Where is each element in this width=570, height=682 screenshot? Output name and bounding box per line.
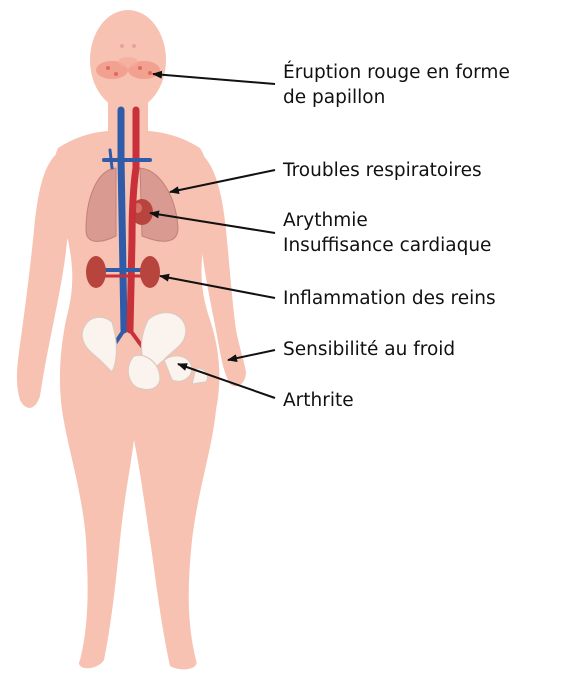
- label-respiratory-line-1: Troubles respiratoires: [283, 158, 482, 183]
- label-arthritis-line-1: Arthrite: [283, 388, 354, 413]
- label-cardiac: Arythmie Insuffisance cardiaque: [283, 208, 491, 258]
- label-rash: Éruption rouge en forme de papillon: [283, 60, 510, 110]
- label-kidney: Inflammation des reins: [283, 286, 496, 311]
- label-respiratory: Troubles respiratoires: [283, 158, 482, 183]
- label-rash-line-2: de papillon: [283, 85, 510, 110]
- label-cold-line-1: Sensibilité au froid: [283, 337, 455, 362]
- label-cardiac-line-2: Insuffisance cardiaque: [283, 233, 491, 258]
- label-kidney-line-1: Inflammation des reins: [283, 286, 496, 311]
- label-cold: Sensibilité au froid: [283, 337, 455, 362]
- arrow-rash: [153, 74, 275, 84]
- label-cardiac-line-1: Arythmie: [283, 208, 491, 233]
- body-silhouette: [17, 10, 246, 669]
- label-arthritis: Arthrite: [283, 388, 354, 413]
- label-rash-line-1: Éruption rouge en forme: [283, 60, 510, 85]
